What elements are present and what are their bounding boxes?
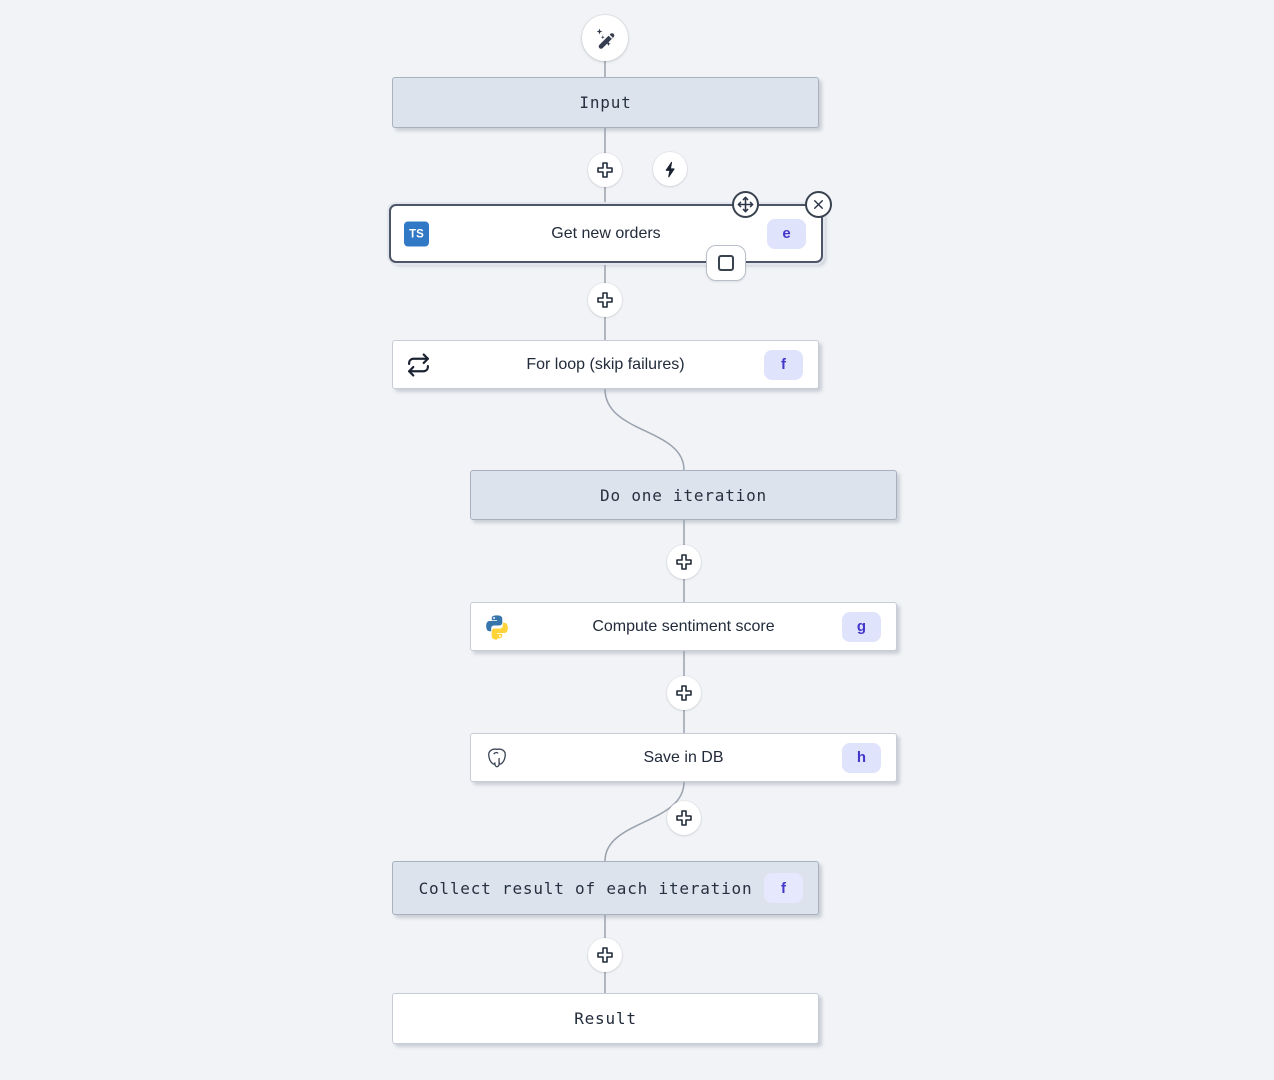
node-id-badge: e <box>767 218 806 249</box>
postgresql-icon <box>484 745 510 771</box>
node-collect-result[interactable]: Collect result of each iteration f <box>392 861 819 915</box>
typescript-icon-text: TS <box>409 228 424 240</box>
insert-step-button[interactable] <box>588 283 622 317</box>
node-save-in-db[interactable]: Save in DB h <box>470 733 897 782</box>
node-id-badge: f <box>764 873 803 903</box>
arrows-move-icon <box>737 196 754 213</box>
node-compute-sentiment-score[interactable]: Compute sentiment score g <box>470 602 897 651</box>
move-node-handle[interactable] <box>732 191 759 218</box>
node-input[interactable]: Input <box>392 77 819 128</box>
node-result-label: Result <box>574 1009 637 1028</box>
node-collect-result-label: Collect result of each iteration <box>418 878 753 898</box>
node-input-label: Input <box>579 93 632 112</box>
insert-step-button[interactable] <box>588 153 622 187</box>
insert-step-button[interactable] <box>667 801 701 835</box>
insert-step-button[interactable] <box>667 676 701 710</box>
remove-node-button[interactable] <box>805 191 832 218</box>
insert-step-button[interactable] <box>667 545 701 579</box>
close-icon <box>812 198 825 211</box>
plus-icon <box>595 290 615 310</box>
lightning-icon <box>662 161 679 178</box>
node-id-badge: g <box>842 611 881 642</box>
plus-icon <box>595 160 615 180</box>
typescript-icon: TS <box>404 221 429 246</box>
node-do-one-iteration-label: Do one iteration <box>600 485 767 505</box>
node-get-new-orders[interactable]: TS Get new orders e <box>389 191 832 281</box>
node-result[interactable]: Result <box>392 993 819 1044</box>
repeat-loop-icon <box>406 352 431 377</box>
node-for-loop[interactable]: For loop (skip failures) f <box>392 340 819 389</box>
magic-wand-icon <box>593 26 617 50</box>
edge-forloop-to-iteration <box>604 388 685 471</box>
python-icon <box>484 614 510 640</box>
square-icon <box>718 255 734 271</box>
node-for-loop-label: For loop (skip failures) <box>526 355 685 373</box>
plus-icon <box>674 552 694 572</box>
node-compute-sentiment-score-label: Compute sentiment score <box>592 617 775 635</box>
add-trigger-button[interactable] <box>653 152 687 186</box>
plus-icon <box>674 808 694 828</box>
node-action-square-button[interactable] <box>706 245 746 281</box>
node-get-new-orders-label: Get new orders <box>551 224 661 242</box>
ai-builder-button[interactable] <box>582 15 628 61</box>
insert-step-button[interactable] <box>588 938 622 972</box>
plus-icon <box>674 683 694 703</box>
node-save-in-db-label: Save in DB <box>643 748 724 766</box>
node-id-badge: h <box>842 742 881 773</box>
node-id-badge: f <box>764 349 803 380</box>
node-do-one-iteration[interactable]: Do one iteration <box>470 470 897 520</box>
plus-icon <box>595 945 615 965</box>
edge-save-to-collect <box>604 781 685 862</box>
